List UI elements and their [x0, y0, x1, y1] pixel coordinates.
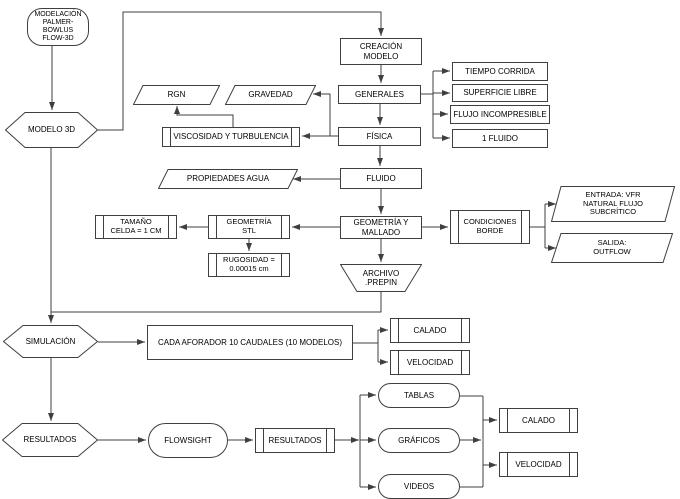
node-tamano-celda: TAMAÑO CELDA = 1 CM: [95, 215, 177, 239]
node-calado-simulacion: CALADO: [390, 318, 470, 343]
node-velocidad-simulacion: VELOCIDAD: [390, 350, 470, 375]
node-rgn: RGN: [133, 85, 220, 105]
node-resultados-proceso: RESULTADOS: [255, 428, 335, 453]
node-graficos: GRÁFICOS: [378, 428, 460, 453]
node-fluido: FLUIDO: [340, 168, 422, 189]
node-rugosidad: RUGOSIDAD = 0.00015 cm: [208, 253, 290, 277]
node-1-fluido: 1 FLUIDO: [452, 129, 548, 148]
node-fisica: FÍSICA: [338, 127, 421, 146]
node-condiciones-borde: CONDICIONES BORDE: [450, 210, 530, 244]
node-viscosidad-turbulencia: VISCOSIDAD Y TURBULENCIA: [162, 127, 300, 147]
node-modelo-3d: MODELO 3D: [5, 112, 98, 148]
node-tiempo-corrida: TIEMPO CORRIDA: [452, 62, 548, 81]
node-resultados: RESULTADOS: [2, 423, 98, 457]
node-gravedad: GRAVEDAD: [225, 85, 316, 105]
node-generales: GENERALES: [338, 85, 421, 104]
node-propiedades-agua: PROPIEDADES AGUA: [158, 169, 298, 189]
node-creacion-modelo: CREACIÓN MODELO: [340, 38, 422, 65]
node-velocidad-resultados: VELOCIDAD: [499, 452, 578, 477]
node-calado-resultados: CALADO: [499, 408, 578, 433]
node-geometria-stl: GEOMETRÍA STL: [208, 215, 290, 239]
node-simulacion: SIMULACIÓN: [3, 325, 98, 358]
node-salida-outflow: SALIDA: OUTFLOW: [551, 233, 673, 263]
node-flowsight: FLOWSIGHT: [148, 423, 228, 458]
node-cada-aforador: CADA AFORADOR 10 CAUDALES (10 MODELOS): [147, 325, 353, 360]
node-flujo-incompresible: FLUJO INCOMPRESIBLE: [450, 105, 550, 124]
node-inicio-terminator: MODELACIÓN PALMER-BOWLUS FLOW-3D: [27, 8, 89, 46]
node-archivo-prepin: ARCHIVO .PREPIN: [340, 264, 422, 292]
node-superficie-libre: SUPERFICIE LIBRE: [452, 84, 548, 102]
node-entrada-vfr: ENTRADA: VFR NATURAL FLUJO SUBCRÍTICO: [551, 186, 675, 222]
node-videos: VIDEOS: [378, 474, 460, 499]
node-tablas: TABLAS: [378, 383, 460, 408]
node-geometria-mallado: GEOMETRÍA Y MALLADO: [340, 216, 422, 239]
